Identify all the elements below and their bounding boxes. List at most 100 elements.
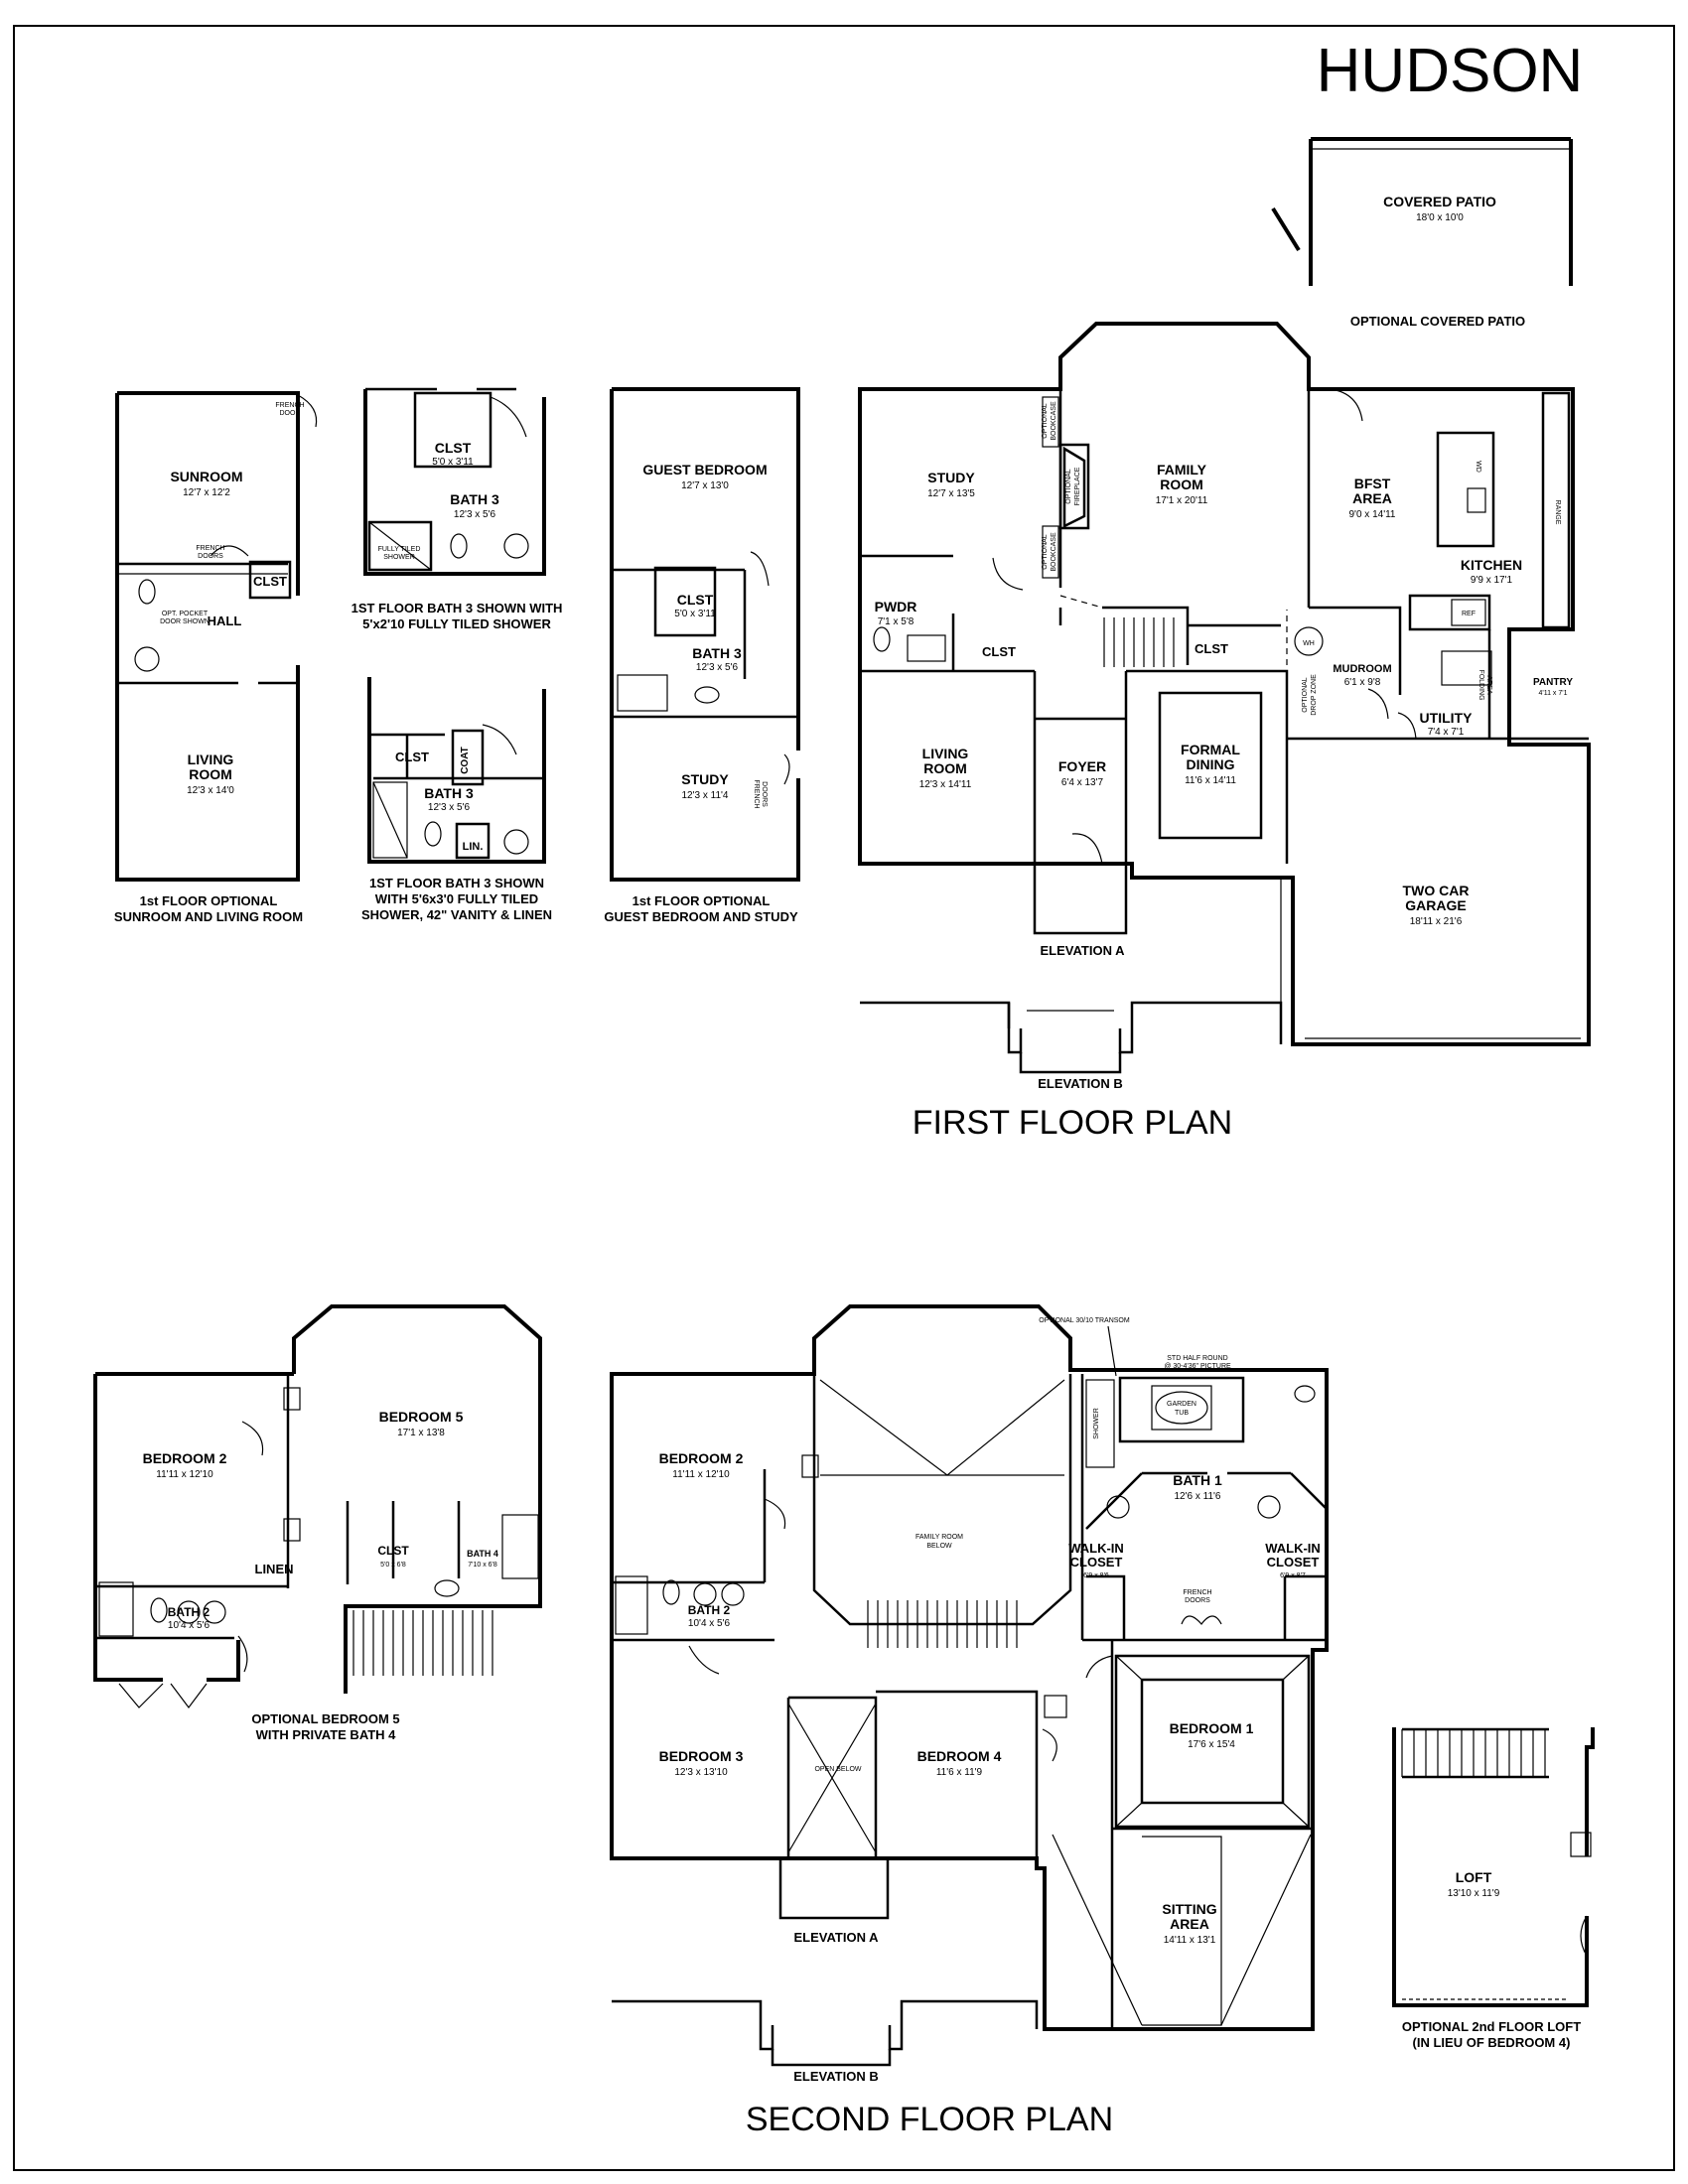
guest-clst-name: CLST — [677, 592, 714, 608]
page-border — [13, 25, 1675, 2171]
wh-label: WH — [1303, 640, 1315, 647]
sf-wic-left-name: WALK-IN — [1068, 1541, 1124, 1556]
family-room-name-2: ROOM — [1160, 477, 1203, 492]
bath-a-clst-name: CLST — [435, 440, 472, 456]
second-floor-plan: BEDROOM 2 11'11 x 12'10 FAMILY ROOM BELO… — [610, 1304, 1329, 2138]
loft-dim: 13'10 x 11'9 — [1448, 1888, 1500, 1899]
sf-french-doors: FRENCH — [1183, 1589, 1211, 1596]
sf-wic-right-dim: 6'9 x 8'7 — [1280, 1572, 1306, 1579]
b5-bath2-name: BATH 2 — [168, 1605, 211, 1619]
dining-name-2: DINING — [1187, 756, 1235, 772]
sf-bedroom1-dim: 17'6 x 15'4 — [1188, 1739, 1235, 1750]
first-floor-plan: COVERED PATIO 18'0 x 10'0 OPTIONAL COVER… — [858, 137, 1591, 1142]
bfst-dim: 9'0 x 14'11 — [1348, 509, 1395, 520]
clst-b: CLST — [1195, 641, 1228, 656]
sf-half-round-2: @ 30-4'36" PICTURE — [1164, 1363, 1231, 1370]
bfst-name-2: AREA — [1352, 490, 1392, 506]
french-door-label-2: DOOR — [280, 410, 301, 417]
pantry-name: PANTRY — [1533, 677, 1573, 688]
sf-bedroom2-dim: 11'11 x 12'10 — [672, 1469, 730, 1480]
b5-bath4-dim: 7'10 x 6'8 — [468, 1562, 497, 1569]
guest-study-dim: 12'3 x 11'4 — [681, 790, 728, 801]
kitchen-name: KITCHEN — [1461, 557, 1522, 573]
folding-area-label: FOLDING — [1477, 669, 1484, 700]
study-dim: 12'7 x 13'5 — [927, 488, 975, 499]
b5-bedroom2-dim: 11'11 x 12'10 — [156, 1469, 213, 1480]
family-room-dim: 17'1 x 20'11 — [1156, 495, 1208, 506]
guest-bath-name: BATH 3 — [692, 645, 742, 661]
pwdr-dim: 7'1 x 5'8 — [878, 616, 914, 627]
bookcase-top-label-2: BOOKCASE — [1051, 401, 1057, 441]
first-floor-stair — [1103, 617, 1175, 667]
bath-b-bath-name: BATH 3 — [424, 785, 474, 801]
sf-sitting-dim: 14'11 x 13'1 — [1164, 1935, 1216, 1946]
b5-bedroom5-dim: 17'1 x 13'8 — [397, 1428, 445, 1438]
option-guest-plan: GUEST BEDROOM 12'7 x 13'0 CLST 5'0 x 3'1… — [604, 387, 800, 924]
sf-wic-right-name-2: CLOSET — [1267, 1555, 1320, 1570]
first-floor-heading: FIRST FLOOR PLAN — [913, 1104, 1232, 1142]
drop-zone-label-2: DROP ZONE — [1311, 674, 1318, 716]
pantry-dim: 4'11 x 7'1 — [1538, 690, 1567, 697]
bath-a-shower: FULLY TILED — [378, 546, 421, 553]
dining-dim: 11'6 x 14'11 — [1185, 775, 1236, 786]
clst-a: CLST — [982, 644, 1016, 659]
wd-label: WD — [1475, 461, 1481, 473]
sf-elevation-a: ELEVATION A — [794, 1930, 880, 1945]
option-bath-a-plan: CLST 5'0 x 3'11 BATH 3 12'3 x 5'6 FULLY … — [352, 387, 563, 631]
guest-bedroom-dim: 12'7 x 13'0 — [681, 480, 729, 491]
study-name: STUDY — [927, 470, 975, 485]
loft-stair — [1401, 1729, 1546, 1777]
bath-a-caption: 1ST FLOOR BATH 3 SHOWN WITH — [352, 601, 563, 615]
bath-a-shower-2: SHOWER — [383, 554, 415, 561]
bath-b-lin: LIN. — [463, 841, 484, 853]
bath-b-caption: 1ST FLOOR BATH 3 SHOWN — [369, 876, 544, 890]
option-sunroom-plan: SUNROOM 12'7 x 12'2 FRENCH DOOR FRENCH D… — [114, 391, 318, 924]
sf-half-round: STD HALF ROUND — [1167, 1355, 1227, 1362]
guest-french-doors: FRENCH — [753, 779, 760, 808]
bookcase-bottom-label: OPTIONAL — [1042, 534, 1049, 570]
sf-bath1-name: BATH 1 — [1173, 1472, 1222, 1488]
drop-zone-label: OPTIONAL — [1302, 677, 1309, 713]
sf-elevation-b: ELEVATION B — [793, 2069, 878, 2084]
b5-clst-dim: 5'0 x 6'8 — [380, 1562, 406, 1569]
range-label: RANGE — [1554, 500, 1561, 525]
sf-family-below: FAMILY ROOM — [915, 1534, 963, 1541]
pocket-door-label-2: DOOR SHOWN — [160, 618, 210, 625]
b5-caption: OPTIONAL BEDROOM 5 — [251, 1711, 399, 1726]
sunroom-living-name: LIVING — [188, 751, 234, 767]
sf-open-below: OPEN BELOW — [814, 1766, 861, 1773]
french-doors-label: FRENCH — [196, 545, 224, 552]
garage-dim: 18'11 x 21'6 — [1410, 916, 1463, 927]
sf-garden-tub: GARDEN — [1167, 1401, 1196, 1408]
dining-name: FORMAL — [1181, 742, 1240, 757]
bookcase-bottom-label-2: BOOKCASE — [1051, 532, 1057, 572]
second-floor-stair — [867, 1600, 1018, 1648]
mudroom-name: MUDROOM — [1333, 663, 1391, 675]
second-floor-heading: SECOND FLOOR PLAN — [746, 2101, 1113, 2138]
sf-transom: OPTIONAL 30/10 TRANSOM — [1039, 1317, 1130, 1324]
guest-bedroom-name: GUEST BEDROOM — [642, 462, 767, 478]
b5-bedroom5-name: BEDROOM 5 — [379, 1409, 464, 1425]
bath-a-clst-dim: 5'0 x 3'11 — [432, 457, 474, 468]
pocket-door-label: OPT. POCKET — [162, 611, 209, 617]
garage-name: TWO CAR — [1403, 883, 1470, 898]
ff-elevation-b: ELEVATION B — [1038, 1076, 1122, 1091]
family-room-name: FAMILY — [1157, 462, 1207, 478]
bath-a-bath-dim: 12'3 x 5'6 — [454, 509, 496, 520]
sunroom-caption: 1st FLOOR OPTIONAL — [140, 893, 278, 908]
patio-dim: 18'0 x 10'0 — [1416, 212, 1464, 223]
sf-wic-right-name: WALK-IN — [1265, 1541, 1321, 1556]
b5-bedroom2-name: BEDROOM 2 — [143, 1450, 227, 1466]
ref-label: REF — [1462, 611, 1476, 617]
living-room-name: LIVING — [922, 746, 969, 761]
pwdr-name: PWDR — [875, 599, 917, 614]
patio-name: COVERED PATIO — [1383, 194, 1496, 209]
kitchen-dim: 9'9 x 17'1 — [1471, 575, 1513, 586]
sf-bedroom3-dim: 12'3 x 13'10 — [674, 1767, 728, 1778]
b5-clst-name: CLST — [377, 1544, 409, 1558]
bath-b-bath-dim: 12'3 x 5'6 — [428, 802, 471, 813]
bath-b-coat: COAT — [460, 747, 471, 774]
sf-sitting-name: SITTING — [1162, 1901, 1216, 1917]
guest-clst-dim: 5'0 x 3'11 — [674, 609, 716, 619]
